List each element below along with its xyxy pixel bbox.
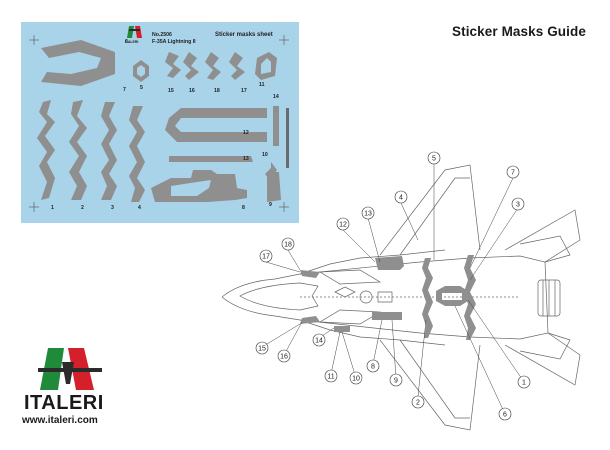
sheet-piece-label-7: 7 <box>123 87 126 93</box>
mask-piece-1 <box>37 100 55 200</box>
mask-shapes <box>37 40 281 202</box>
callout-8: 8 <box>371 364 375 371</box>
callout-9: 9 <box>394 378 398 385</box>
placement-15-16 <box>300 316 320 324</box>
sheet-brand: ITALERI <box>125 40 139 44</box>
callout-12: 12 <box>339 222 347 229</box>
sheet-piece-label-16: 16 <box>189 88 195 94</box>
callout-10: 10 <box>352 376 360 383</box>
callout-4: 4 <box>399 195 403 202</box>
sheet-piece-label-5: 5 <box>140 85 143 91</box>
placement-17-18 <box>300 270 320 278</box>
crop-marks <box>29 35 289 212</box>
sheet-piece-label-8: 8 <box>242 205 245 211</box>
mask-placements <box>300 255 476 340</box>
sheet-piece-label-13: 13 <box>243 156 249 162</box>
sticker-sheet-artwork <box>29 26 289 212</box>
sheet-piece-label-18: 18 <box>214 88 220 94</box>
mask-piece-7 <box>41 40 115 86</box>
mask-piece-11 <box>255 52 277 80</box>
callout-1: 1 <box>522 380 526 387</box>
mask-piece-12 <box>165 108 267 142</box>
placement-12-13 <box>422 258 433 338</box>
callout-11: 11 <box>327 374 334 381</box>
sheet-piece-label-9: 9 <box>269 202 272 208</box>
placement-3-4 <box>464 255 476 340</box>
sheet-piece-label-15: 15 <box>168 88 174 94</box>
mask-piece-18 <box>205 52 221 80</box>
sheet-product-no: No.2506 <box>152 32 172 38</box>
callout-2: 2 <box>416 400 420 407</box>
callout-6: 6 <box>503 412 507 419</box>
sheet-caption: Sticker masks sheet <box>215 32 273 38</box>
mask-piece-17 <box>229 52 245 80</box>
guide-title: Sticker Masks Guide <box>452 24 586 39</box>
aircraft-outline <box>221 164 581 431</box>
callout-13: 13 <box>364 211 372 218</box>
sheet-product-name: F-35A Lightning II <box>152 39 196 45</box>
sheet-piece-label-4: 4 <box>138 205 141 211</box>
callout-16: 16 <box>280 354 288 361</box>
website-link[interactable]: www.italeri.com <box>22 415 98 426</box>
sheet-piece-label-2: 2 <box>81 205 84 211</box>
sticker-sheet: No.2506 F-35A Lightning II ITALERI Stick… <box>21 22 299 223</box>
mask-piece-9 <box>267 172 281 202</box>
callout-15: 15 <box>258 346 266 353</box>
placement-10-11 <box>334 326 350 332</box>
callout-3: 3 <box>516 202 520 209</box>
mask-piece-13 <box>169 156 253 162</box>
sheet-piece-label-11: 11 <box>259 82 265 88</box>
italeri-logo <box>38 348 102 390</box>
mask-piece-3 <box>101 102 117 200</box>
mask-piece-5 <box>133 60 149 82</box>
sheet-piece-label-10: 10 <box>262 152 268 158</box>
callout-5: 5 <box>432 156 436 163</box>
sheet-piece-label-3: 3 <box>111 205 114 211</box>
sheet-piece-label-12: 12 <box>243 130 249 136</box>
sheet-piece-label-17: 17 <box>241 88 247 94</box>
placement-5 <box>436 286 468 306</box>
sheet-side-text <box>286 108 289 168</box>
callout-14: 14 <box>315 338 323 345</box>
brand-name: ITALERI <box>24 392 104 414</box>
leader-lines <box>261 164 525 415</box>
mask-piece-4 <box>129 106 145 202</box>
sheet-piece-label-1: 1 <box>51 205 54 211</box>
placement-canopy-frame <box>375 256 404 270</box>
sheet-piece-label-14: 14 <box>273 94 279 100</box>
placement-8-9 <box>372 312 402 320</box>
callout-18: 18 <box>284 242 292 249</box>
mask-piece-16 <box>183 52 199 80</box>
sheet-piece-label-6: 6 <box>125 39 128 45</box>
mask-piece-2 <box>69 100 87 200</box>
sheet-logo <box>127 26 142 38</box>
mask-piece-15 <box>165 52 181 78</box>
callout-17: 17 <box>262 254 270 261</box>
mask-piece-14 <box>273 106 279 146</box>
callout-7: 7 <box>511 170 515 177</box>
mask-piece-8 <box>151 170 247 202</box>
callout-numbers: 5 4 13 12 18 17 7 3 1 6 2 9 8 10 11 14 1… <box>258 156 526 419</box>
callout-circles <box>255 151 531 421</box>
